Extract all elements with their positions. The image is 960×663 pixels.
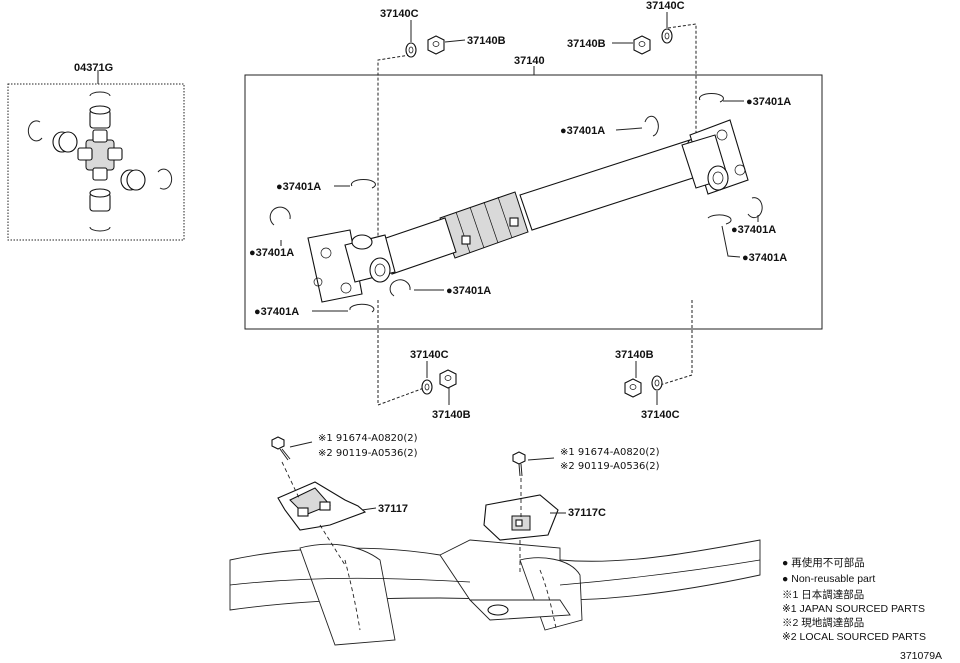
nut-callout-top-left: 37140B [467,35,506,47]
bracket-right-callout: 37117C [568,507,606,519]
snap-ring-callout-2: ●37401A [560,125,605,137]
kit-box [7,83,185,241]
legend-item: ※1 日本調達部品 [782,588,864,601]
nut-icon [624,378,642,398]
legend-item: ※2 LOCAL SOURCED PARTS [782,631,926,643]
legend-item: ※1 JAPAN SOURCED PARTS [782,603,925,615]
nut-callout-top-right: 37140B [567,38,606,50]
nut-icon [633,35,651,55]
snap-ring-callout-7: ●37401A [731,224,776,236]
washer-callout-bottom-left: 37140C [410,349,449,361]
bolt-note-left-1: ※1 91674-A0820(2) [318,433,418,444]
bearing-cup-icon [52,131,146,191]
bracket-left-icon [277,481,367,531]
bolt-note-right-1: ※1 91674-A0820(2) [560,447,660,458]
nut-icon [439,369,457,389]
snap-ring-callout-5: ●37401A [446,285,491,297]
snap-ring-callout-6: ●37401A [254,306,299,318]
nut-icon [427,35,445,55]
snap-ring-icon [269,92,763,313]
yoke-flange-icon [307,229,396,303]
snap-ring-icon [27,91,173,232]
washer-callout-top-left: 37140C [380,8,419,20]
legend-item: ● 再使用不可部品 [782,556,865,569]
washer-icon [421,379,433,395]
bolt-icon [512,451,526,477]
figure-number: 371079A [900,650,942,662]
washer-icon [405,42,417,58]
legend: ● 再使用不可部品 ● Non-reusable part ※1 日本調達部品 … [782,556,926,643]
snap-ring-callout-4: ●37401A [249,247,294,259]
washer-callout-bottom-right: 37140C [641,409,680,421]
bracket-left-callout: 37117 [378,503,408,515]
nut-callout-bottom-right: 37140B [615,349,654,361]
bracket-right-icon [483,494,559,541]
vehicle-frame-icon [229,461,761,646]
nut-callout-bottom-left: 37140B [432,409,471,421]
bearing-cup-icon [89,105,111,212]
spider-icon [77,129,123,181]
shaft-assembly-callout: 37140 [514,55,545,67]
snap-ring-callout-3: ●37401A [276,181,321,193]
bolt-icon [271,436,291,461]
propeller-shaft [379,139,706,275]
legend-item: ● Non-reusable part [782,573,875,585]
bolt-note-right-2: ※2 90119-A0536(2) [560,461,660,472]
washer-callout-top-right: 37140C [646,0,685,12]
bolt-note-left-2: ※2 90119-A0536(2) [318,448,418,459]
snap-ring-callout-1: ●37401A [746,96,791,108]
snap-ring-callout-8: ●37401A [742,252,787,264]
kit-callout: 04371G [74,62,113,74]
yoke-flange-icon [681,119,749,195]
universal-joint-kit: 04371G [7,62,185,241]
washer-icon [651,375,663,391]
legend-item: ※2 現地調達部品 [782,616,864,629]
washer-icon [661,28,673,44]
